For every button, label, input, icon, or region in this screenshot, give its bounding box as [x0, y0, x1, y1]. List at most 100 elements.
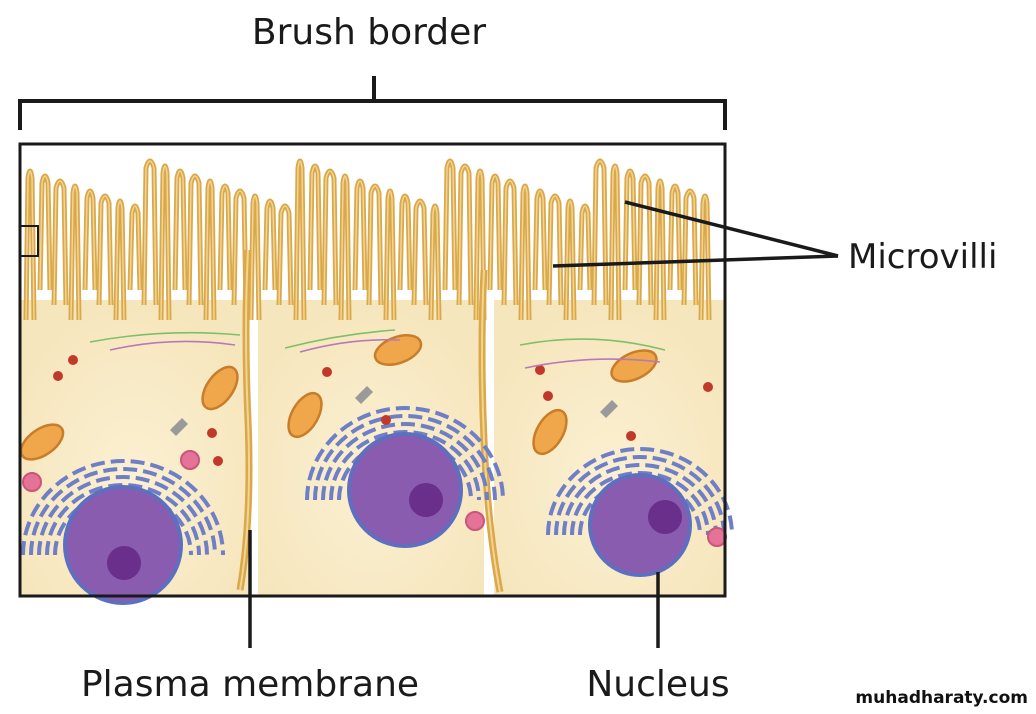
golgi-apparatus — [600, 400, 618, 418]
mitochondrion — [373, 334, 423, 366]
microvilli-label: Microvilli — [848, 237, 997, 277]
golgi-apparatus — [355, 386, 373, 404]
golgi-apparatus — [170, 418, 188, 436]
brush-border-bracket — [18, 76, 727, 130]
microvillus-core — [39, 175, 51, 291]
cytoskeleton-filament — [109, 340, 236, 351]
microvillus-core — [340, 175, 350, 321]
microvillus-core — [98, 195, 112, 306]
cytoskeleton-filament — [89, 331, 241, 343]
microvillus-core — [115, 200, 125, 321]
microvillus-core — [520, 185, 530, 321]
microvillus-core — [444, 160, 456, 291]
mitochondrion — [201, 365, 239, 411]
microvillus-core — [264, 200, 276, 291]
microvillus-core — [399, 195, 411, 291]
microvillus-core — [70, 185, 80, 321]
cytoskeleton-filament — [299, 338, 401, 353]
vesicle — [207, 428, 217, 438]
lysosome — [707, 527, 727, 547]
tissue-panel — [18, 142, 734, 605]
endoplasmic-reticulum — [313, 414, 497, 501]
microvillus-core — [610, 165, 620, 321]
vesicle — [543, 391, 553, 401]
cytoskeleton-filament — [284, 329, 396, 349]
mitochondrion — [287, 391, 323, 439]
microvillus-core — [53, 180, 67, 306]
cytoskeleton-filament — [519, 338, 666, 351]
endoplasmic-reticulum — [554, 455, 726, 536]
vesicle — [53, 371, 63, 381]
endoplasmic-reticulum — [562, 463, 718, 536]
microvillus-core — [188, 175, 202, 306]
watermark: muhadharaty.com — [855, 688, 1028, 708]
microvillus-core — [548, 195, 562, 306]
microvilli-group — [23, 158, 712, 321]
microvillus-core — [534, 190, 546, 291]
vesicle — [213, 456, 223, 466]
endoplasmic-reticulum — [321, 422, 489, 501]
microvillus-core — [700, 195, 710, 321]
vesicle — [703, 382, 713, 392]
microvillus-core — [624, 170, 636, 291]
microvillus-core — [683, 190, 697, 306]
vesicle — [381, 415, 391, 425]
mitochondrion — [532, 408, 568, 456]
nucleus — [63, 485, 183, 605]
nucleus — [347, 432, 463, 548]
endoplasmic-reticulum — [37, 475, 209, 556]
lysosome — [465, 511, 485, 531]
organelles-group — [19, 329, 734, 605]
microvilli-pointers — [552, 200, 839, 268]
microvillus-core — [503, 180, 517, 306]
microvillus-core — [565, 200, 575, 321]
microvillus-core — [143, 160, 157, 306]
vesicle — [68, 355, 78, 365]
vesicle — [322, 367, 332, 377]
endoplasmic-reticulum — [45, 483, 201, 556]
microvillus-core — [295, 160, 305, 321]
cytoskeleton-filament — [524, 358, 661, 369]
endoplasmic-reticulum — [305, 406, 505, 501]
vesicle — [535, 365, 545, 375]
plasma-membranes — [236, 249, 504, 593]
microvillus-core — [475, 170, 485, 321]
microvillus-core — [413, 200, 427, 306]
microvillus-core — [250, 195, 260, 321]
microvillus-core — [385, 190, 395, 321]
microvillus-core — [579, 205, 591, 291]
microvillus-core — [593, 160, 607, 306]
microvillus-core — [309, 165, 321, 291]
microvillus-core — [233, 190, 247, 306]
lysosome — [180, 450, 200, 470]
microvillus-core — [669, 185, 681, 291]
microvillus-core — [25, 170, 35, 321]
microvillus-core — [84, 190, 96, 291]
brush-border-label: Brush border — [252, 12, 486, 53]
microvillus-core — [638, 175, 652, 306]
nucleolus — [107, 546, 141, 580]
nucleolus — [409, 483, 443, 517]
microvillus-core — [129, 205, 141, 291]
nucleolus — [648, 500, 682, 534]
microvillus-core — [430, 205, 440, 321]
microvillus-core — [489, 175, 501, 291]
microvillus-core — [219, 185, 231, 291]
mitochondrion — [19, 423, 65, 461]
microvillus-core — [323, 170, 337, 306]
lysosome — [22, 472, 42, 492]
microvillus-core — [174, 170, 186, 291]
microvillus-core — [655, 180, 665, 321]
microvillus-core — [354, 180, 366, 291]
mitochondrion — [610, 349, 658, 383]
plasma-membrane-label: Plasma membrane — [81, 664, 419, 705]
microvillus-core — [205, 180, 215, 321]
endoplasmic-reticulum — [337, 438, 473, 501]
nucleus-label: Nucleus — [586, 664, 729, 705]
microvillus-core — [160, 165, 170, 321]
endoplasmic-reticulum — [546, 447, 734, 536]
microvillus-core — [458, 165, 472, 306]
vesicle — [626, 431, 636, 441]
endoplasmic-reticulum — [29, 467, 217, 556]
